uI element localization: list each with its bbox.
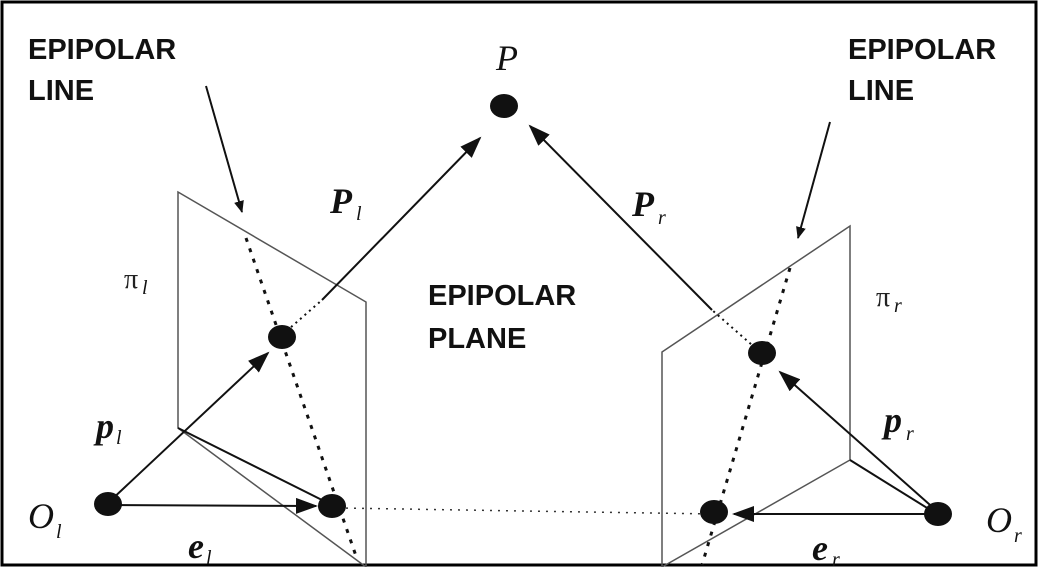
vector-Pr-subscript: r: [658, 207, 666, 229]
right-epipolar-line-callout-arrow: [796, 121, 831, 239]
epipolar-line-right-label-2: LINE: [848, 75, 914, 107]
epipolar-line-left-label-1: EPIPOLAR: [28, 34, 176, 66]
baseline: [337, 507, 713, 515]
vector-Pl-arrow: [321, 136, 482, 301]
left-epipolar-line-callout-arrow: [205, 85, 244, 213]
plane-pi-left-label: π: [124, 264, 138, 295]
vector-Pl-label: P: [329, 181, 353, 221]
right-plane-projection-line: [849, 459, 941, 517]
left-image-plane: [177, 190, 367, 567]
point-pr: [748, 341, 776, 365]
plane-pi-right-label: π: [876, 282, 890, 313]
epipolar-line-left-label-2: LINE: [28, 75, 94, 107]
center-Or-label: O: [986, 500, 1012, 540]
plane-pi-right-subscript: r: [894, 295, 902, 317]
point-er: [700, 500, 728, 524]
vector-Pr-label: P: [631, 184, 655, 224]
epipolar-plane-label-2: PLANE: [428, 323, 526, 355]
plane-pi-left-subscript: l: [142, 277, 148, 299]
point-P-label: P: [495, 38, 518, 78]
epipole-el-label: e: [188, 526, 204, 566]
epipole-er-subscript: r: [832, 549, 840, 567]
center-Or-subscript: r: [1014, 525, 1022, 547]
vector-pr-arrow: [778, 370, 939, 513]
epipolar-plane-label-1: EPIPOLAR: [428, 280, 576, 312]
vector-Pl-subscript: l: [356, 203, 362, 225]
epipolar-line-right-label-1: EPIPOLAR: [848, 34, 996, 66]
left-plane-projection-line: [177, 427, 327, 503]
epipole-er-label: e: [812, 528, 828, 567]
right-image-plane: [661, 224, 851, 567]
vector-pl-label: p: [93, 406, 114, 446]
right-epipolar-line: [700, 267, 792, 566]
point-pl: [268, 325, 296, 349]
vector-pl-subscript: l: [116, 427, 122, 449]
left-epipolar-line: [244, 237, 358, 557]
pr-to-P-dotted-segment: [711, 309, 761, 353]
epipole-el-subscript: l: [206, 547, 212, 567]
point-el: [318, 494, 346, 518]
vector-el-arrow: [107, 497, 318, 514]
center-Ol-subscript: l: [56, 521, 62, 543]
vector-Pr-arrow: [528, 124, 713, 311]
vector-pr-label: p: [881, 400, 902, 440]
vector-pr-subscript: r: [906, 423, 914, 445]
point-Ol: [94, 492, 122, 516]
point-Or: [924, 502, 952, 526]
point-P: [490, 94, 518, 118]
vector-pl-arrow: [107, 351, 270, 504]
center-Ol-label: O: [28, 496, 54, 536]
